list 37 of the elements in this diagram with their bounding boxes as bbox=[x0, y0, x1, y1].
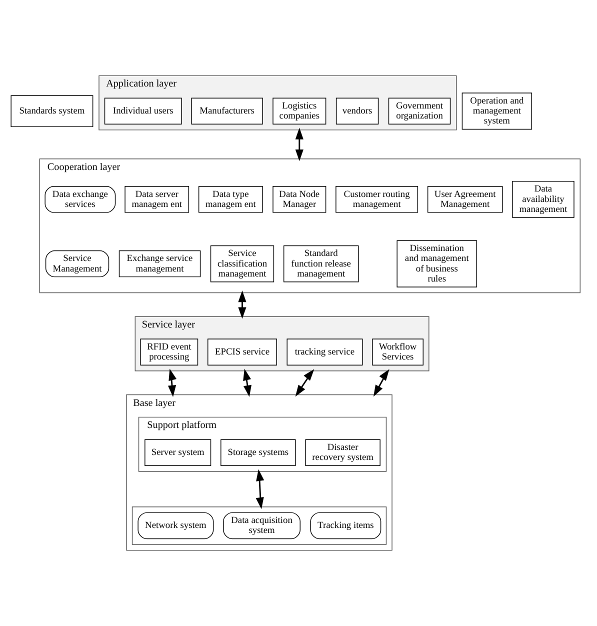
node-box: Dissemination and management of business rules bbox=[396, 240, 478, 288]
node-box: Exchange service management bbox=[118, 250, 201, 278]
node-box: Data exchange services bbox=[44, 186, 116, 213]
node-box: Tracking items bbox=[310, 512, 382, 540]
node-box: tracking service bbox=[286, 338, 363, 366]
arrow bbox=[256, 469, 264, 510]
arrow bbox=[168, 368, 177, 397]
node-box: Data availability management bbox=[512, 180, 574, 218]
node-box: Standard function release management bbox=[283, 245, 359, 282]
node-box: Server system bbox=[144, 439, 212, 466]
arrow bbox=[295, 369, 314, 397]
node-box: Logistics companies bbox=[272, 98, 326, 125]
node-box: Manufacturers bbox=[191, 98, 263, 125]
node-box: Network system bbox=[138, 512, 214, 540]
node-box: User Agreement Management bbox=[427, 186, 503, 213]
node-box: Individual users bbox=[104, 98, 182, 125]
node-box: Service classification management bbox=[210, 245, 274, 282]
node-box: Disaster recovery system bbox=[305, 439, 380, 466]
node-box: RFID event processing bbox=[140, 338, 198, 366]
cluster bbox=[132, 506, 387, 545]
node-box: Service Management bbox=[45, 250, 110, 278]
node-box: Data type managem ent bbox=[198, 186, 263, 213]
node-box: Data server managem ent bbox=[124, 186, 190, 213]
node-box: Storage systems bbox=[220, 439, 296, 466]
node-box: Data acquisition system bbox=[223, 512, 300, 540]
node-box: Government organization bbox=[388, 98, 451, 125]
arrow bbox=[373, 369, 390, 397]
arrow bbox=[238, 290, 246, 319]
node-box: Standards system bbox=[10, 95, 94, 128]
node-box: Data Node Manager bbox=[272, 186, 326, 213]
arrow bbox=[243, 368, 252, 397]
arrow bbox=[295, 128, 304, 162]
node-box: vendors bbox=[336, 98, 379, 125]
node-box: Workflow Services bbox=[372, 338, 424, 366]
node-box: EPCIS service bbox=[208, 338, 277, 366]
node-box: Operation and management system bbox=[462, 92, 532, 130]
node-box: Customer routing management bbox=[336, 186, 418, 213]
